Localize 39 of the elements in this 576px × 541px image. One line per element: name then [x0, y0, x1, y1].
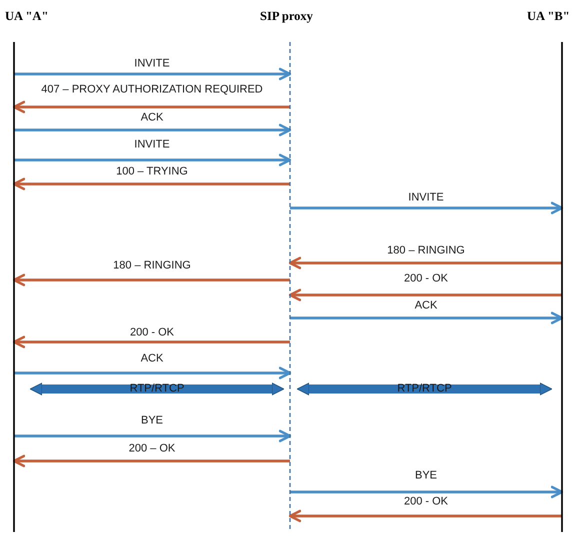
edge-label: 200 - OK: [404, 272, 448, 286]
edge-label: BYE: [141, 414, 163, 428]
edge-label: ACK: [140, 352, 164, 366]
edge-label: ACK: [140, 112, 164, 124]
arrow: [12, 454, 290, 468]
arrow: [290, 312, 564, 324]
arrow: [288, 288, 562, 302]
edge-label: 200 – OK: [128, 442, 176, 456]
edge-label: BYE: [415, 470, 437, 482]
double-arrow: [30, 382, 284, 396]
participant-label: UA "A": [5, 9, 48, 24]
edge-label: 200 - OK: [404, 496, 448, 508]
arrow: [288, 510, 562, 522]
arrow: [12, 274, 290, 286]
arrow: [14, 68, 292, 80]
arrow: [12, 336, 290, 348]
arrow: [14, 366, 292, 380]
edge-label: RTP/RTCP: [397, 382, 452, 396]
edge-label: INVITE: [408, 192, 444, 204]
edge-label: 407 – PROXY AUTHORIZATION REQUIRED: [41, 84, 263, 96]
double-arrow: [296, 382, 552, 396]
edge-label: 180 – RINGING: [387, 244, 465, 258]
arrow: [14, 430, 292, 442]
edge-label: 100 – TRYING: [116, 166, 188, 178]
arrow: [14, 124, 292, 136]
edge-label: RTP/RTCP: [130, 382, 184, 396]
arrow: [290, 202, 564, 214]
arrow: [288, 256, 562, 270]
arrow: [290, 486, 564, 498]
edge-label: 200 - OK: [130, 326, 174, 340]
edge-label: INVITE: [134, 58, 170, 70]
edge-label: INVITE: [134, 138, 170, 152]
edge-label: 180 – RINGING: [113, 260, 191, 272]
participant-label: UA "B": [527, 9, 570, 24]
arrow: [12, 100, 290, 114]
participant-label: SIP proxy: [260, 9, 313, 24]
arrow: [12, 178, 290, 190]
edge-label: ACK: [414, 300, 438, 312]
arrow: [14, 154, 292, 166]
